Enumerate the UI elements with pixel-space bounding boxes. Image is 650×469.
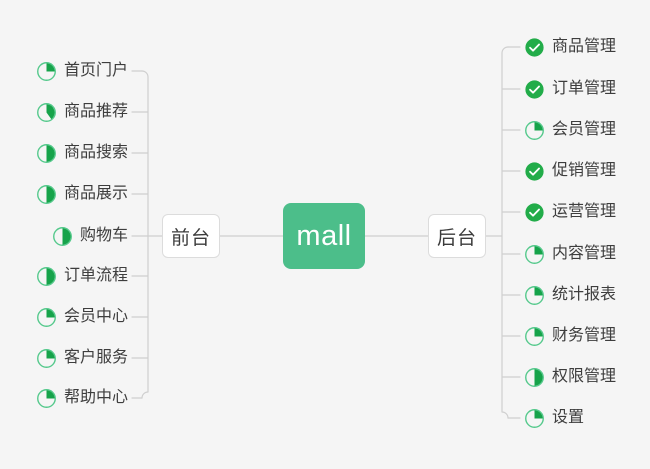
node-frontend-label: 前台 bbox=[170, 227, 211, 249]
leaf-node-left[interactable]: 会员中心 bbox=[0, 304, 128, 330]
leaf-node-left[interactable]: 商品展示 bbox=[0, 181, 128, 207]
leaf-node-label: 设置 bbox=[552, 409, 585, 426]
leaf-node-right[interactable]: 订单管理 bbox=[524, 76, 650, 102]
leaf-node-label: 商品展示 bbox=[63, 185, 128, 202]
leaf-node-label: 财务管理 bbox=[552, 327, 617, 344]
leaf-node-left[interactable]: 帮助中心 bbox=[0, 385, 128, 411]
progress-pie-icon bbox=[37, 143, 56, 163]
check-circle-icon bbox=[525, 37, 544, 57]
progress-pie-icon bbox=[37, 184, 56, 204]
progress-pie-icon bbox=[37, 348, 56, 368]
check-circle-icon bbox=[525, 202, 544, 222]
leaf-node-label: 订单流程 bbox=[63, 267, 128, 284]
leaf-node-right[interactable]: 统计报表 bbox=[524, 282, 650, 308]
leaf-node-label: 商品推荐 bbox=[63, 103, 128, 120]
leaf-node-left[interactable]: 首页门户 bbox=[0, 58, 128, 84]
leaf-node-right[interactable]: 设置 bbox=[524, 405, 650, 431]
progress-pie-icon bbox=[525, 285, 544, 305]
progress-pie-icon bbox=[37, 102, 56, 122]
node-backend[interactable]: 后台 bbox=[428, 214, 486, 258]
node-root-mall[interactable]: mall bbox=[283, 203, 365, 269]
leaf-node-label: 运营管理 bbox=[552, 203, 617, 220]
progress-pie-icon bbox=[53, 226, 72, 246]
progress-pie-icon bbox=[37, 307, 56, 327]
progress-pie-icon bbox=[525, 244, 544, 264]
leaf-node-right[interactable]: 内容管理 bbox=[524, 241, 650, 267]
leaf-node-label: 会员管理 bbox=[552, 121, 617, 138]
leaf-node-right[interactable]: 运营管理 bbox=[524, 199, 650, 225]
leaf-node-label: 权限管理 bbox=[552, 368, 617, 385]
node-backend-label: 后台 bbox=[436, 227, 477, 249]
leaf-node-left[interactable]: 商品搜索 bbox=[0, 140, 128, 166]
leaf-node-label: 首页门户 bbox=[63, 62, 128, 79]
leaf-node-label: 会员中心 bbox=[63, 308, 128, 325]
node-root-label: mall bbox=[296, 219, 352, 252]
progress-pie-icon bbox=[37, 61, 56, 81]
leaf-node-label: 订单管理 bbox=[552, 80, 617, 97]
progress-pie-icon bbox=[525, 326, 544, 346]
leaf-node-label: 商品管理 bbox=[552, 38, 617, 55]
progress-pie-icon bbox=[525, 120, 544, 140]
progress-pie-icon bbox=[525, 367, 544, 387]
leaf-node-right[interactable]: 财务管理 bbox=[524, 323, 650, 349]
leaf-node-left[interactable]: 购物车 bbox=[0, 223, 128, 249]
leaf-node-label: 统计报表 bbox=[552, 286, 617, 303]
leaf-node-right[interactable]: 促销管理 bbox=[524, 158, 650, 184]
leaf-node-left[interactable]: 商品推荐 bbox=[0, 99, 128, 125]
leaf-node-right[interactable]: 会员管理 bbox=[524, 117, 650, 143]
progress-pie-icon bbox=[525, 408, 544, 428]
leaf-node-label: 帮助中心 bbox=[63, 389, 128, 406]
leaf-node-left[interactable]: 客户服务 bbox=[0, 345, 128, 371]
leaf-node-label: 内容管理 bbox=[552, 245, 617, 262]
progress-pie-icon bbox=[37, 266, 56, 286]
leaf-node-right[interactable]: 权限管理 bbox=[524, 364, 650, 390]
progress-pie-icon bbox=[37, 388, 56, 408]
leaf-node-label: 促销管理 bbox=[552, 162, 617, 179]
leaf-node-left[interactable]: 订单流程 bbox=[0, 263, 128, 289]
leaf-node-right[interactable]: 商品管理 bbox=[524, 34, 650, 60]
check-circle-icon bbox=[525, 79, 544, 99]
leaf-node-label: 客户服务 bbox=[63, 349, 128, 366]
leaf-node-label: 购物车 bbox=[79, 227, 128, 244]
check-circle-icon bbox=[525, 161, 544, 181]
leaf-node-label: 商品搜索 bbox=[63, 144, 128, 161]
node-frontend[interactable]: 前台 bbox=[162, 214, 220, 258]
